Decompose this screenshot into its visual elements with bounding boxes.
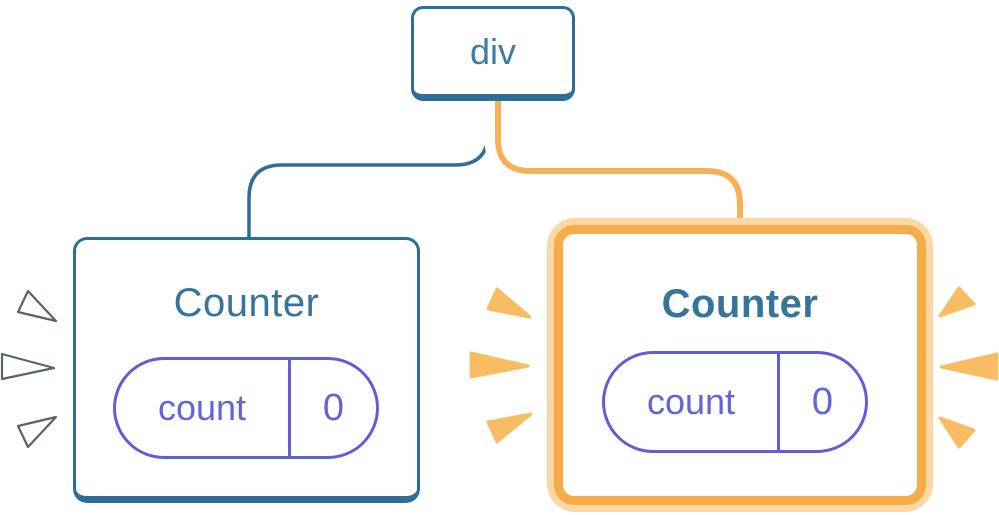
- state-value: 0: [811, 380, 834, 423]
- root-node-div: div: [411, 6, 575, 101]
- edge-div-to-left-counter: [247, 100, 490, 242]
- state-pill: count 0: [113, 357, 379, 459]
- counter-component-left: Counter count 0: [73, 237, 420, 503]
- right-burst-rays-icon: [938, 286, 999, 449]
- state-key-label: count: [116, 360, 291, 456]
- middle-burst-rays-icon: [469, 287, 533, 444]
- left-burst-rays-icon: [0, 289, 58, 449]
- burst-ray-icon: [0, 352, 56, 381]
- burst-ray-icon: [939, 352, 999, 381]
- burst-ray-icon: [938, 416, 976, 449]
- counter-component-right: Counter count 0: [547, 218, 933, 512]
- burst-ray-icon: [938, 286, 976, 318]
- state-key-label: count: [605, 354, 780, 450]
- root-node-label: div: [469, 30, 517, 72]
- component-title: Counter: [661, 282, 819, 326]
- state-value: 0: [322, 386, 345, 429]
- burst-ray-icon: [486, 287, 532, 319]
- counter-component-right-inner: Counter count 0: [554, 225, 926, 505]
- edge-div-to-right-counter: [495, 100, 743, 236]
- burst-ray-icon: [486, 412, 533, 444]
- state-pill: count 0: [602, 351, 868, 453]
- burst-ray-icon: [16, 415, 58, 449]
- burst-ray-icon: [16, 289, 58, 323]
- burst-ray-icon: [469, 351, 530, 379]
- component-title: Counter: [173, 281, 320, 325]
